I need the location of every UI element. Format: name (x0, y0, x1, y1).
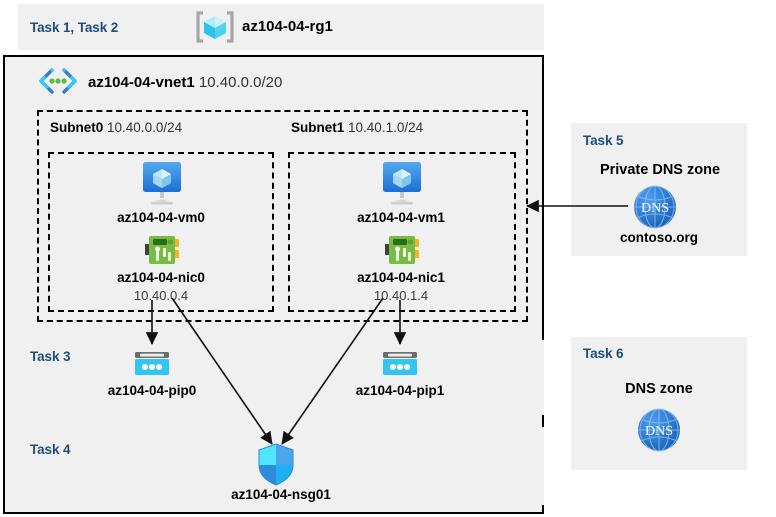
resource-group-name-row: az104-04-rg1 (242, 18, 333, 35)
virtual-machine-icon (136, 160, 188, 206)
nic1-name: az104-04-nic1 (357, 270, 445, 285)
vnet-name-row: az104-04-vnet1 10.40.0.0/20 (88, 74, 282, 91)
task-label-1-2: Task 1, Task 2 (30, 20, 119, 35)
subnet1-box (288, 152, 516, 312)
network-security-group-icon (256, 443, 296, 487)
public-ip-address-icon (133, 350, 171, 378)
task-label-4: Task 4 (30, 442, 71, 457)
pip1-name: az104-04-pip1 (355, 383, 445, 398)
pip0-name: az104-04-pip0 (107, 383, 197, 398)
virtual-machine-icon (376, 160, 428, 206)
network-interface-icon (144, 234, 180, 266)
task-label-3: Task 3 (30, 349, 71, 364)
task-label-5: Task 5 (583, 133, 624, 148)
network-interface-icon (384, 234, 420, 266)
private-dns-zone-name: contoso.org (620, 230, 698, 245)
dns-zone-title: DNS zone (625, 381, 693, 397)
nsg-name: az104-04-nsg01 (231, 487, 331, 502)
virtual-network-icon (36, 68, 80, 94)
subnet0-name: Subnet0 (50, 120, 104, 135)
subnet1-heading: Subnet1 10.40.1.0/24 (291, 120, 423, 135)
subnet0-heading: Subnet0 10.40.0.0/24 (50, 120, 182, 135)
dns-zone-icon: DNS (632, 184, 678, 230)
nic1-ip: 10.40.1.4 (373, 288, 429, 303)
task-label-6: Task 6 (583, 346, 624, 361)
dns-icon-text: DNS (645, 424, 673, 439)
subnet0-box (48, 152, 274, 312)
vm1-name: az104-04-vm1 (357, 210, 445, 225)
subnet1-cidr: 10.40.1.0/24 (348, 120, 424, 135)
vnet-address-space: 10.40.0.0/20 (198, 74, 283, 91)
resource-group-icon (196, 8, 234, 46)
resource-group-panel (18, 4, 544, 50)
subnet0-cidr: 10.40.0.0/24 (107, 120, 183, 135)
public-ip-address-icon (381, 350, 419, 378)
private-dns-zone-title: Private DNS zone (599, 162, 721, 178)
nic0-ip: 10.40.0.4 (133, 288, 189, 303)
nic0-name: az104-04-nic0 (117, 270, 205, 285)
vnet-name: az104-04-vnet1 (88, 74, 195, 91)
public-ip-panel (18, 340, 544, 415)
subnet1-name: Subnet1 (291, 120, 345, 135)
vm0-name: az104-04-vm0 (117, 210, 205, 225)
dns-icon-text: DNS (641, 201, 669, 216)
dns-zone-icon: DNS (636, 407, 682, 453)
resource-group-name: az104-04-rg1 (242, 18, 333, 35)
